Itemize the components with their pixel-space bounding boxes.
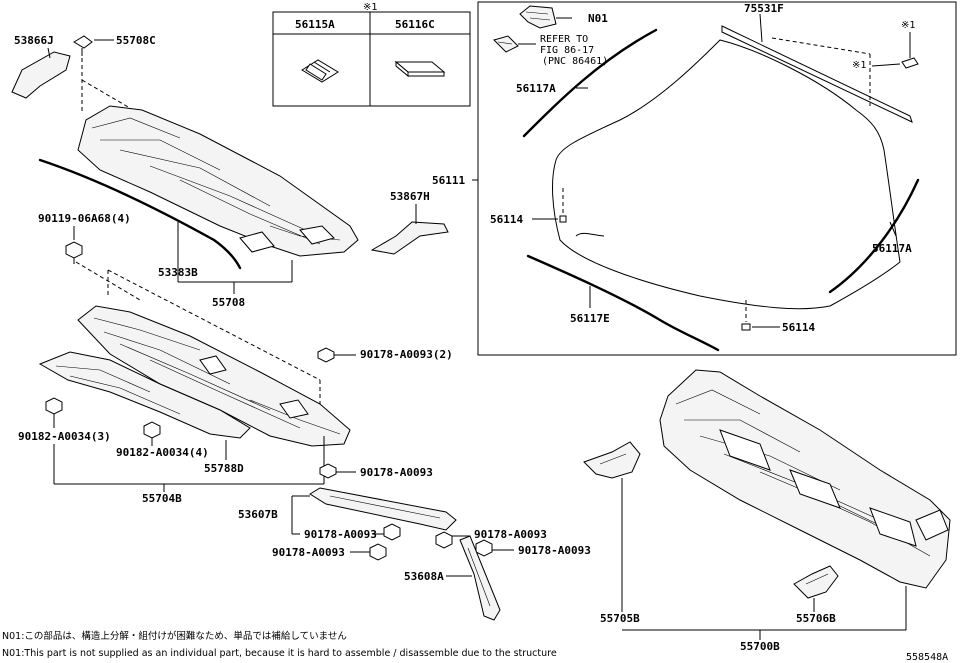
tape-part xyxy=(394,60,446,78)
brace-53607B xyxy=(309,487,457,531)
label-56117E[interactable]: 56117E xyxy=(570,312,610,325)
clip-icon xyxy=(901,57,919,69)
label-90182-4[interactable]: 90182-A0034(4) xyxy=(116,446,209,459)
label-55700B[interactable]: 55700B xyxy=(740,640,780,653)
nut-icon xyxy=(383,523,401,541)
refer-part: REFER TO FIG 86-17 (PNC 86461) xyxy=(493,34,608,67)
nut-icon xyxy=(369,543,387,561)
bolt-icon xyxy=(65,241,83,264)
label-53866J[interactable]: 53866J xyxy=(14,34,54,47)
clip-icon xyxy=(559,215,567,223)
label-55704B[interactable]: 55704B xyxy=(142,492,182,505)
cowl-lower-panel xyxy=(38,351,251,439)
nut-icon xyxy=(319,463,337,479)
label-56115A[interactable]: 56115A xyxy=(295,18,335,31)
label-56114-b[interactable]: 56114 xyxy=(782,321,815,334)
label-53867H[interactable]: 53867H xyxy=(390,190,430,203)
label-90119[interactable]: 90119-06A68(4) xyxy=(38,212,131,225)
seal-53866J: 53866J xyxy=(11,34,71,99)
mirror-bracket xyxy=(575,232,605,237)
refer-line-3[interactable]: (PNC 86461) xyxy=(542,56,608,67)
label-75531F[interactable]: 75531F xyxy=(744,2,784,15)
label-56116C[interactable]: 56116C xyxy=(395,18,435,31)
label-55705B[interactable]: 55705B xyxy=(600,612,640,625)
nut-icon xyxy=(475,539,493,557)
cowl-assy-55700B xyxy=(659,369,951,589)
drawing-number: 558548A xyxy=(906,652,948,663)
clip-icon xyxy=(301,59,339,83)
label-90178-a[interactable]: 90178-A0093 xyxy=(360,466,433,479)
label-56117A-b[interactable]: 56117A xyxy=(872,242,912,255)
bolt-icon xyxy=(143,421,161,439)
refer-line-2[interactable]: FIG 86-17 xyxy=(540,45,594,56)
label-53608A[interactable]: 53608A xyxy=(404,570,444,583)
weatherstrip-53383B xyxy=(38,158,242,270)
mark-clip-a: ※1 xyxy=(901,20,915,31)
molding-56117A-left xyxy=(522,28,658,138)
label-90178-2[interactable]: 90178-A0093(2) xyxy=(360,348,453,361)
molding-75531F: 75531F xyxy=(721,2,913,123)
nut-icon xyxy=(317,347,335,363)
n01-bracket: N01 xyxy=(519,5,608,29)
clip-icon xyxy=(73,35,93,56)
bracket-55706B xyxy=(793,565,839,599)
label-90178-e[interactable]: 90178-A0093 xyxy=(518,544,591,557)
stay-53608A xyxy=(459,535,501,621)
label-53383B[interactable]: 53383B xyxy=(158,266,198,279)
cowl-top-panel-55708 xyxy=(77,105,359,257)
label-55708[interactable]: 55708 xyxy=(212,296,245,309)
molding-56117A-right xyxy=(828,178,920,294)
mark-kit-box: ※1 xyxy=(363,2,377,13)
refer-line-1[interactable]: REFER TO xyxy=(540,34,588,45)
label-56114-a[interactable]: 56114 xyxy=(490,213,523,226)
label-56117A-a[interactable]: 56117A xyxy=(516,82,556,95)
label-90178-d[interactable]: 90178-A0093 xyxy=(474,528,547,541)
label-55708C[interactable]: 55708C xyxy=(116,34,156,47)
note-japanese: N01:この部品は、構造上分解・組付けが困難なため、単品では補給していません xyxy=(2,630,347,642)
label-55788D[interactable]: 55788D xyxy=(204,462,244,475)
seal-53867H: 53867H xyxy=(370,190,449,255)
label-53607B[interactable]: 53607B xyxy=(238,508,278,521)
bracket-55705B xyxy=(583,441,641,479)
note-english: N01:This part is not supplied as an indi… xyxy=(2,648,557,659)
label-90182-3[interactable]: 90182-A0034(3) xyxy=(18,430,111,443)
label-90178-c[interactable]: 90178-A0093 xyxy=(272,546,345,559)
nut-icon xyxy=(435,531,453,549)
label-56111[interactable]: 56111 xyxy=(432,174,465,187)
windshield-box: N01 REFER TO FIG 86-17 (PNC 86461) 75531… xyxy=(477,1,957,356)
label-n01[interactable]: N01 xyxy=(588,12,608,25)
windshield-glass xyxy=(552,39,901,310)
label-90178-b[interactable]: 90178-A0093 xyxy=(304,528,377,541)
clip-icon xyxy=(741,323,751,331)
bolt-icon xyxy=(45,397,63,415)
kit-box: ※1 56115A 56116C xyxy=(272,2,471,107)
label-55706B[interactable]: 55706B xyxy=(796,612,836,625)
molding-56117E xyxy=(526,254,720,352)
mark-clip-b: ※1 xyxy=(852,60,866,71)
